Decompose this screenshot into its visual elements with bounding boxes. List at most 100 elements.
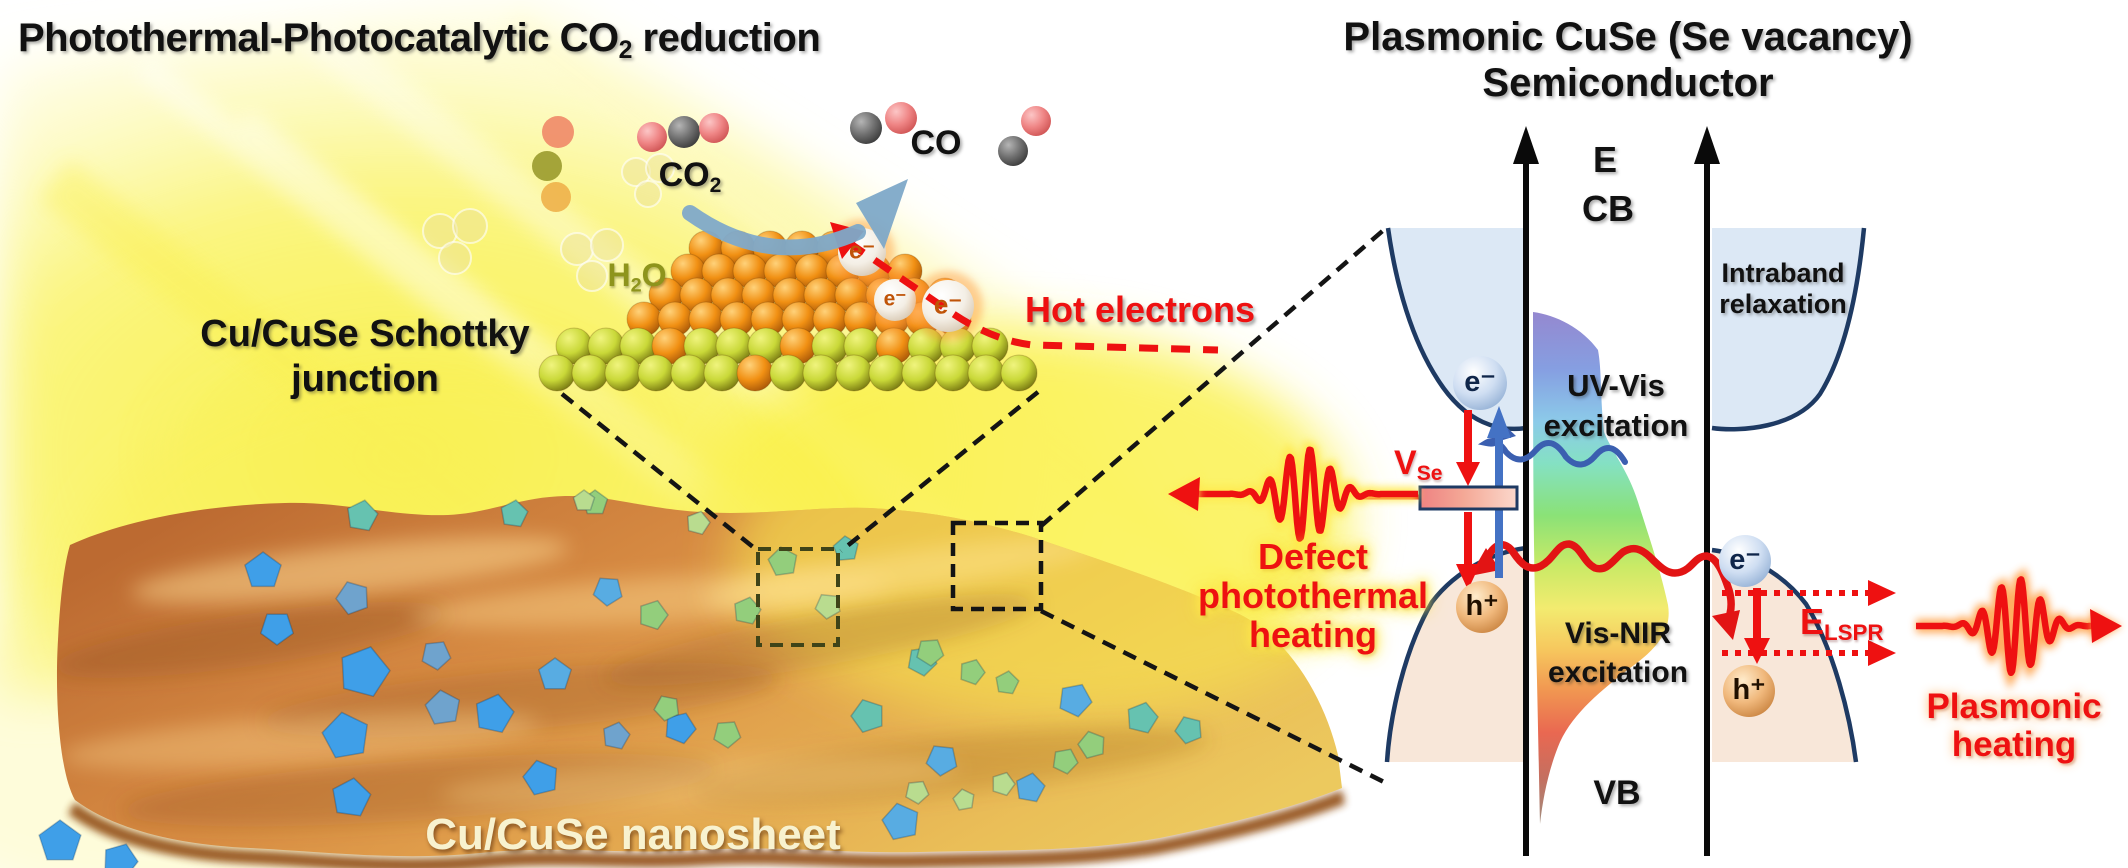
vse-sub: Se [1416, 461, 1443, 485]
bubble-electron-1: e⁻ [848, 237, 876, 265]
flake [1015, 772, 1046, 803]
flake [1174, 716, 1202, 745]
cluster-atom [670, 354, 708, 392]
ghost-h2o-atom [590, 228, 624, 262]
flake [767, 546, 798, 577]
cluster-atom [571, 354, 609, 392]
flake [335, 581, 368, 616]
elspr-label: ELSPR [1800, 601, 1884, 645]
defect-line1: Defect [1257, 536, 1369, 577]
h2o-h: H [607, 257, 631, 293]
ghost-h2o-atom [452, 208, 488, 244]
flake [259, 613, 295, 646]
plasmonic-heating-wave-packet [1913, 567, 2122, 690]
flake [321, 711, 369, 759]
flake [814, 593, 841, 620]
h2o-o: O [641, 257, 667, 293]
flake [1127, 701, 1159, 734]
right-title-line2: Semiconductor [1482, 61, 1774, 105]
defect-line3: heating [1248, 613, 1377, 655]
left-title-pre: Photothermal-Photocatalytic CO [18, 16, 619, 60]
cluster-atom [835, 354, 873, 392]
cluster-atom [703, 354, 741, 392]
flake [244, 551, 282, 588]
cluster-atom [901, 354, 939, 392]
defect-heating-wave-packet [1168, 440, 1421, 553]
hot-electrons-label: Hot electrons [1024, 289, 1256, 330]
electron-sphere-right [1719, 535, 1771, 587]
ghost-h2o-atom [438, 241, 472, 275]
flake [424, 689, 461, 725]
ghost-h2o-atom [634, 180, 662, 208]
flake [713, 721, 742, 749]
flake [952, 788, 975, 811]
co-release-arrow [682, 179, 908, 256]
co2-atom [699, 113, 729, 143]
visnir-line1: Vis-NIR [1564, 617, 1672, 650]
left-title-post: reduction [631, 16, 821, 60]
cluster-atom [736, 354, 774, 392]
flake [905, 780, 930, 805]
hot-electron-bubble [874, 279, 916, 321]
h2o-atom [541, 182, 571, 212]
h2o-sub: 2 [630, 274, 642, 297]
h2o-atom [532, 151, 562, 181]
schottky-line1: Cu/CuSe Schottky [200, 313, 530, 355]
co2-atom [668, 116, 700, 148]
energy-axis-label: E [1592, 139, 1618, 180]
visnir-line2: excitation [1547, 656, 1689, 689]
flake [687, 510, 711, 536]
hole-sphere-left [1456, 581, 1508, 633]
electron-sphere-left [1453, 356, 1507, 410]
uvvis-line2: excitation [1543, 408, 1689, 444]
axis-arrowhead-left [1513, 126, 1539, 164]
vse-defect-level-bar [1418, 485, 1519, 511]
flake [925, 745, 958, 777]
h2o-atom [542, 116, 574, 148]
hole-label-left: h⁺ [1465, 590, 1499, 623]
flake [592, 577, 623, 607]
ghost-h2o-atom [576, 260, 608, 292]
energy-axes [1513, 126, 1720, 856]
ghost-h2o-atom [645, 153, 675, 183]
co_2-atom [1021, 106, 1051, 136]
carrier-spheres [1453, 356, 1775, 717]
cluster-atom [868, 354, 906, 392]
co_2-atom [998, 136, 1028, 166]
cluster-atom [538, 354, 576, 392]
nanosheet-label: Cu/CuSe nanosheet [425, 810, 841, 859]
molecules [422, 102, 1051, 292]
flake [1077, 730, 1105, 759]
flake [734, 596, 762, 625]
flake [653, 695, 680, 722]
nanosheet-shading [56, 495, 1342, 827]
co_1-atom [885, 102, 917, 134]
left-title: Photothermal-Photocatalytic CO2 reductio… [18, 16, 821, 65]
cluster-atom [967, 354, 1005, 392]
zoom-box-defect [756, 547, 840, 647]
wave-packet [1913, 576, 2101, 677]
flake [500, 499, 529, 528]
co-label: CO [910, 124, 962, 162]
flake [916, 639, 945, 667]
zoom-connector-lines [560, 226, 1388, 786]
flake [603, 721, 631, 750]
lspr-arrows [1722, 580, 1896, 666]
flake [421, 641, 452, 671]
intraband-line1: Intraband [1721, 258, 1845, 288]
wave-packet-arrowhead [1168, 477, 1200, 511]
right-title-line1: Plasmonic CuSe (Se vacancy) [1343, 15, 1913, 59]
electron-label-left: e⁻ [1464, 366, 1496, 399]
co2-sub: 2 [709, 173, 722, 197]
zoom-annotations [560, 226, 1388, 786]
defect-line2: photothermal [1198, 574, 1428, 616]
recombination-arrows [1456, 406, 1511, 590]
schottky-line2: junction [291, 357, 439, 400]
flake [38, 819, 82, 861]
wave-packet [1193, 446, 1421, 542]
vse-label: VSe [1394, 444, 1442, 485]
